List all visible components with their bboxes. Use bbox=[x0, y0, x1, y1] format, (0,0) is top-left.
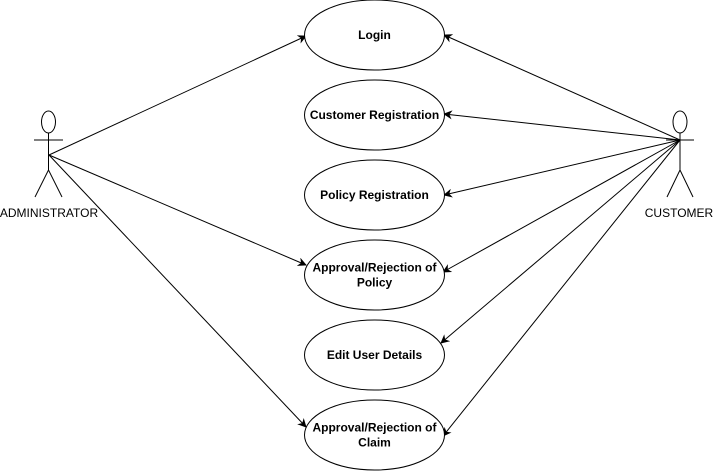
actor-administrator[interactable]: ADMINISTRATOR bbox=[0, 110, 98, 220]
association-customer-to-login bbox=[443, 34, 681, 141]
actor-label-administrator: ADMINISTRATOR bbox=[0, 206, 98, 220]
use-case-ellipse bbox=[304, 79, 445, 151]
actor-right-leg bbox=[679, 169, 694, 198]
use-case-label: Approval/Rejection of bbox=[312, 421, 437, 435]
actor-label-customer: CUSTOMER bbox=[645, 206, 713, 220]
actor-left-leg bbox=[34, 169, 49, 198]
use-case-label: Approval/Rejection of bbox=[312, 261, 437, 275]
actor-head bbox=[672, 110, 688, 134]
use-case-login[interactable]: Login bbox=[304, 0, 445, 71]
use-case-label: Edit User Details bbox=[327, 348, 423, 362]
association-customer-to-approval-rejection-claim bbox=[442, 139, 681, 437]
use-case-label: Policy bbox=[357, 276, 393, 290]
association-administrator-to-approval-rejection-claim bbox=[48, 154, 307, 428]
association-customer-to-policy-registration bbox=[443, 139, 681, 198]
use-case-label: Policy Registration bbox=[320, 188, 429, 202]
association-administrator-to-login bbox=[48, 35, 307, 156]
use-case-label: Claim bbox=[358, 436, 391, 450]
use-case-label: Customer Registration bbox=[310, 108, 439, 122]
association-administrator-to-approval-rejection-policy bbox=[48, 154, 307, 266]
use-case-policy-registration[interactable]: Policy Registration bbox=[304, 159, 445, 231]
use-case-ellipse bbox=[304, 0, 445, 71]
actor-head bbox=[41, 110, 56, 134]
use-case-ellipse bbox=[304, 399, 445, 471]
association-customer-to-customer-registration bbox=[443, 110, 681, 141]
use-case-customer-registration[interactable]: Customer Registration bbox=[304, 79, 445, 151]
use-case-label: Login bbox=[358, 28, 391, 42]
actor-right-leg bbox=[48, 169, 63, 198]
use-case-ellipse bbox=[304, 159, 445, 231]
use-case-ellipse bbox=[304, 319, 445, 391]
use-case-edit-user-details[interactable]: Edit User Details bbox=[304, 319, 445, 391]
actor-left-leg bbox=[666, 169, 681, 198]
associations bbox=[48, 34, 681, 437]
association-customer-to-edit-user-details bbox=[440, 139, 681, 344]
use-case-ellipse bbox=[304, 239, 445, 311]
association-customer-to-approval-rejection-policy bbox=[442, 139, 681, 273]
actor-customer[interactable]: CUSTOMER bbox=[645, 110, 713, 220]
